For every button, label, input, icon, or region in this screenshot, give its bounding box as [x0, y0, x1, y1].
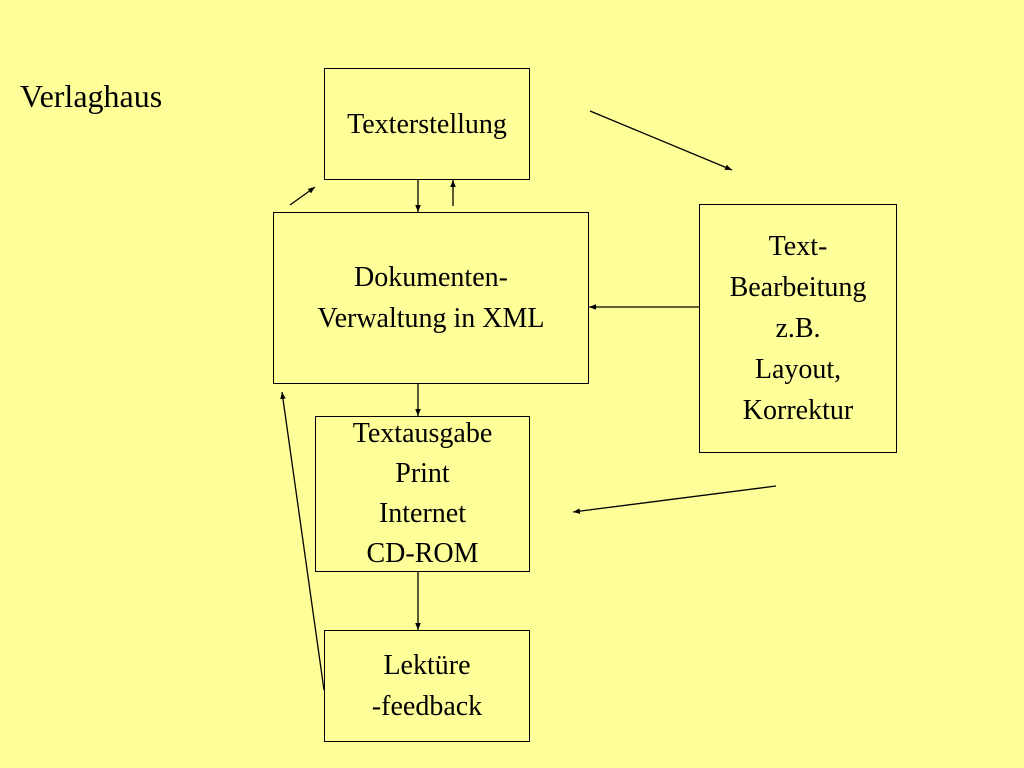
arrow-into-texterstellung [289, 186, 316, 206]
texterstellung-line: Texterstellung [347, 108, 507, 140]
arrow-bearbeitung-to-textausgabe [572, 485, 777, 514]
textbearbeitung-box: Text- Bearbeitung z.B. Layout, Korrektur [699, 204, 897, 453]
dokumentenverwaltung-line-1: Dokumenten- [354, 262, 508, 293]
textausgabe-line-4: CD-ROM [366, 538, 479, 569]
textbearbeitung-line-2: Bearbeitung [729, 272, 867, 303]
textausgabe-label: Textausgabe Print Internet CD-ROM [353, 414, 493, 574]
slide-title: Verlaghaus [20, 78, 163, 114]
textausgabe-line-2: Print [395, 458, 450, 489]
textbearbeitung-line-3: z.B. [775, 313, 821, 344]
lektuere-feedback-label: Lektüre -feedback [372, 645, 482, 727]
textausgabe-box: Textausgabe Print Internet CD-ROM [315, 416, 530, 572]
textbearbeitung-line-4: Layout, [754, 354, 842, 385]
texterstellung-label: Texterstellung [347, 104, 507, 145]
lektuere-feedback-line-2: -feedback [371, 691, 483, 722]
textbearbeitung-line-1: Text- [768, 231, 828, 262]
arrow-texterstellung-to-bearbeitung [589, 110, 733, 171]
textausgabe-line-1: Textausgabe [352, 418, 493, 449]
textbearbeitung-line-5: Korrektur [742, 395, 854, 426]
lektuere-feedback-line-1: Lektüre [383, 650, 471, 681]
textausgabe-line-3: Internet [378, 498, 467, 529]
dokumentenverwaltung-line-2: Verwaltung in XML [317, 303, 545, 334]
textbearbeitung-label: Text- Bearbeitung z.B. Layout, Korrektur [730, 226, 867, 431]
dokumentenverwaltung-label: Dokumenten- Verwaltung in XML [317, 257, 544, 339]
texterstellung-box: Texterstellung [324, 68, 530, 180]
lektuere-feedback-box: Lektüre -feedback [324, 630, 530, 742]
dokumentenverwaltung-box: Dokumenten- Verwaltung in XML [273, 212, 589, 384]
